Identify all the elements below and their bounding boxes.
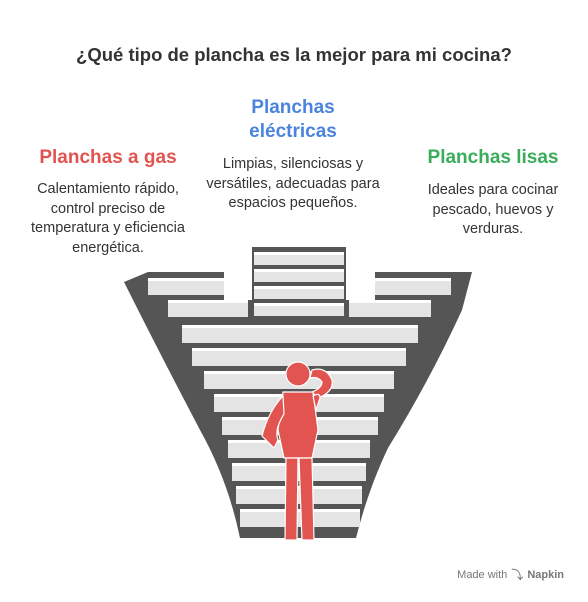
right-step-edge [375, 278, 451, 281]
heading-planchas-electricas: Planchas eléctricas [249, 97, 337, 142]
center-step [182, 325, 418, 343]
center-step [240, 509, 360, 527]
center-top-step [254, 252, 344, 265]
heading-planchas-lisas: Planchas lisas [427, 147, 559, 168]
center-step [236, 486, 362, 504]
right-step-edge [349, 300, 431, 303]
napkin-logo-icon: ⤵ [511, 568, 524, 582]
left-step-edge [168, 300, 248, 303]
description-planchas-lisas: Ideales para cocinar pescado, huevos y v… [427, 182, 559, 237]
heading-planchas-a-gas: Planchas a gas [39, 147, 177, 168]
watermark-brand: Napkin [527, 568, 564, 581]
center-step-edge [236, 486, 362, 489]
center-step-edge [192, 348, 406, 351]
watermark-prefix: Made with [457, 568, 508, 581]
right-step [349, 300, 431, 317]
description-planchas-a-gas: Calentamiento rápido, control preciso de… [31, 181, 185, 256]
center-step-edge [240, 509, 360, 512]
center-top-step [254, 269, 344, 282]
center-top-step [254, 303, 344, 316]
description-planchas-electricas: Limpias, silenciosas y versátiles, adecu… [206, 156, 380, 211]
center-step [192, 348, 406, 366]
watermark: Made with ⤵ Napkin [457, 566, 564, 583]
right-step [375, 278, 451, 295]
center-top-step-edge [254, 303, 344, 306]
left-step-edge [148, 278, 224, 281]
center-top-step-edge [254, 269, 344, 272]
center-top-step-edge [254, 252, 344, 255]
center-step-edge [182, 325, 418, 328]
stair-steps [148, 252, 451, 527]
person-figure [261, 361, 333, 541]
left-step [168, 300, 248, 317]
center-top-step-edge [254, 286, 344, 289]
page-title: ¿Qué tipo de plancha es la mejor para mi… [76, 44, 512, 65]
center-top-step [254, 286, 344, 299]
left-step [148, 278, 224, 295]
